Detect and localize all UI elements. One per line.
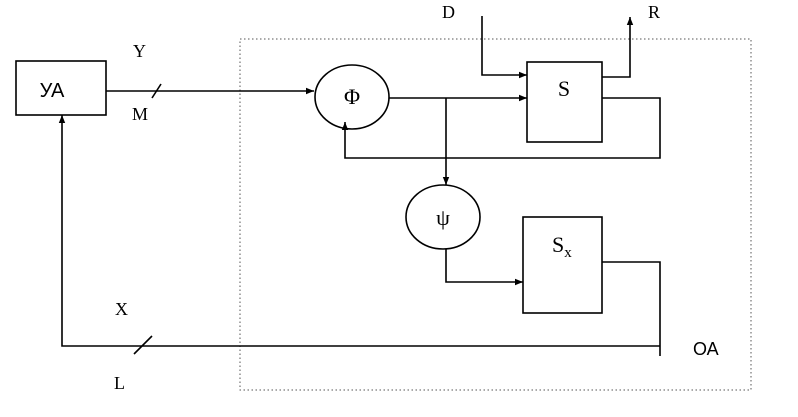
psi-block — [405, 184, 481, 250]
control-unit-block — [15, 60, 107, 116]
s-feedback-wire — [341, 97, 661, 159]
psi-label: ψ — [436, 205, 450, 230]
psi-to-sx-wire — [445, 249, 523, 286]
signal-x-label: X — [115, 299, 128, 319]
signal-d-label: D — [442, 2, 455, 22]
phi-block — [314, 64, 390, 130]
state-s-block — [526, 61, 603, 143]
signal-m-label: M — [132, 104, 148, 124]
signal-y-label: Y — [133, 41, 146, 61]
state-s-label: S — [558, 76, 570, 101]
phi-label: Φ — [344, 84, 360, 109]
state-sx-label: Sx — [552, 232, 572, 261]
d-input-wire — [481, 16, 527, 79]
operational-unit-boundary — [239, 38, 752, 391]
sx-output-wire — [602, 261, 661, 356]
signal-r-label: R — [648, 2, 660, 22]
r-output-wire — [602, 17, 634, 78]
operational-unit-label: ОА — [693, 339, 719, 359]
state-sx-main-text: S — [552, 232, 564, 257]
feedback-bus-slash — [133, 335, 153, 355]
control-unit-label: УА — [40, 80, 65, 102]
signal-l-label: L — [114, 373, 125, 393]
state-sx-block — [522, 216, 603, 314]
feedback-bus-wire — [58, 115, 660, 347]
state-sx-subscript: x — [564, 245, 572, 261]
control-bus-slash — [151, 83, 162, 99]
